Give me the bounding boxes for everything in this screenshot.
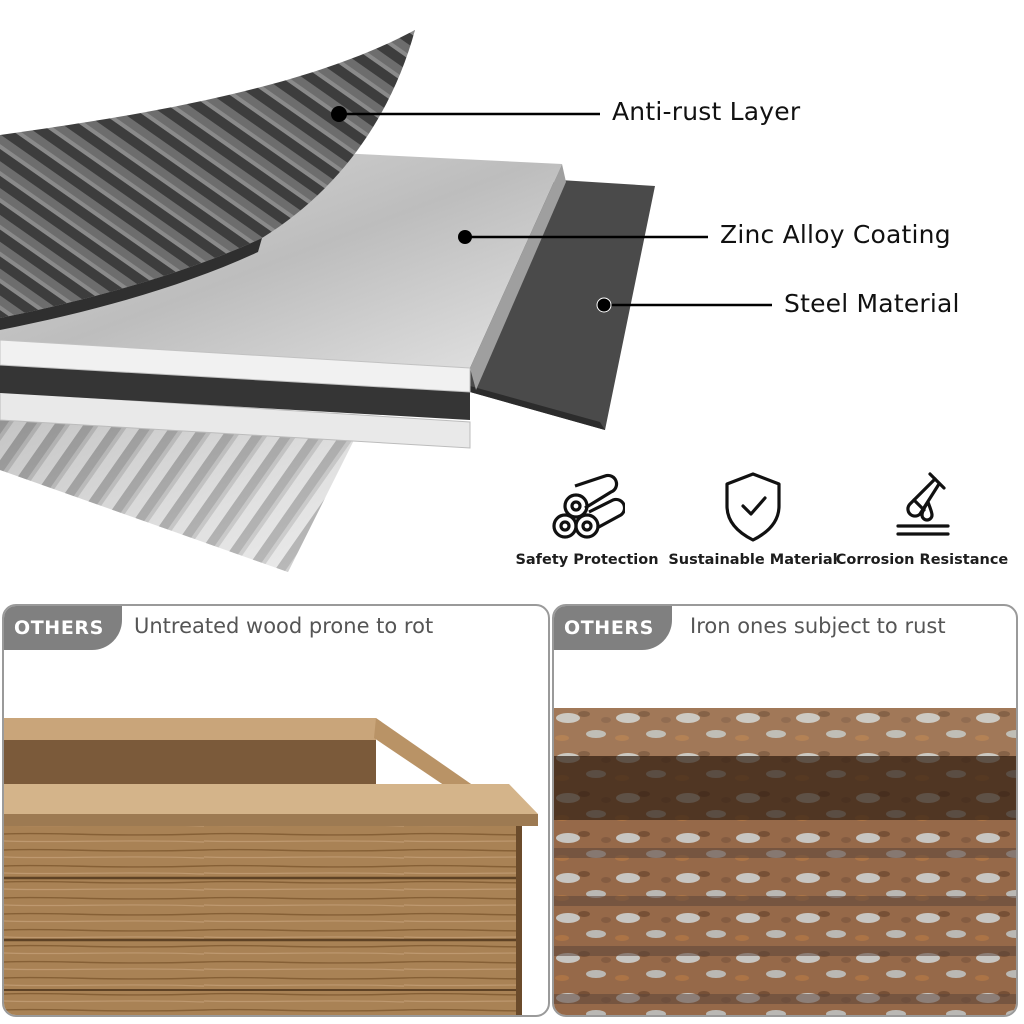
anti-rust-corrugated-sheet [0, 30, 415, 330]
feature-label-corrosion-resistance: Corrosion Resistance [835, 552, 1009, 568]
callout-zinc-alloy-coating: Zinc Alloy Coating [720, 220, 951, 249]
others-badge-iron: OTHERS [554, 606, 672, 650]
callout-lines [331, 106, 772, 313]
zinc-bottom-edge [0, 391, 471, 449]
wood-planter-photo [4, 718, 538, 1015]
callout-steel-material: Steel Material [784, 289, 960, 318]
feature-safety-protection: Safety Protection [497, 468, 677, 568]
comparison-title-wood: Untreated wood prone to rot [134, 614, 434, 638]
comparison-panel-iron: OTHERS Iron ones subject to rust [552, 604, 1018, 1017]
layered-material-illustration [0, 30, 772, 572]
others-badge-wood: OTHERS [4, 606, 122, 650]
shield-check-icon [725, 472, 781, 542]
feature-corrosion-resistance: Corrosion Resistance [832, 468, 1012, 568]
feature-sustainable-material: Sustainable Material [663, 468, 843, 568]
comparison-panel-wood: OTHERS Untreated wood prone to rot [2, 604, 550, 1017]
callout-anti-rust-layer: Anti-rust Layer [612, 97, 801, 126]
rusted-iron-planter-photo [554, 708, 1016, 1015]
logs-icon [552, 473, 625, 539]
test-tube-drop-icon [896, 472, 950, 536]
lower-corrugated-sheet [0, 420, 355, 572]
comparison-title-iron: Iron ones subject to rust [690, 614, 946, 638]
feature-label-safety-protection: Safety Protection [515, 552, 659, 568]
feature-label-sustainable-material: Sustainable Material [668, 552, 838, 568]
